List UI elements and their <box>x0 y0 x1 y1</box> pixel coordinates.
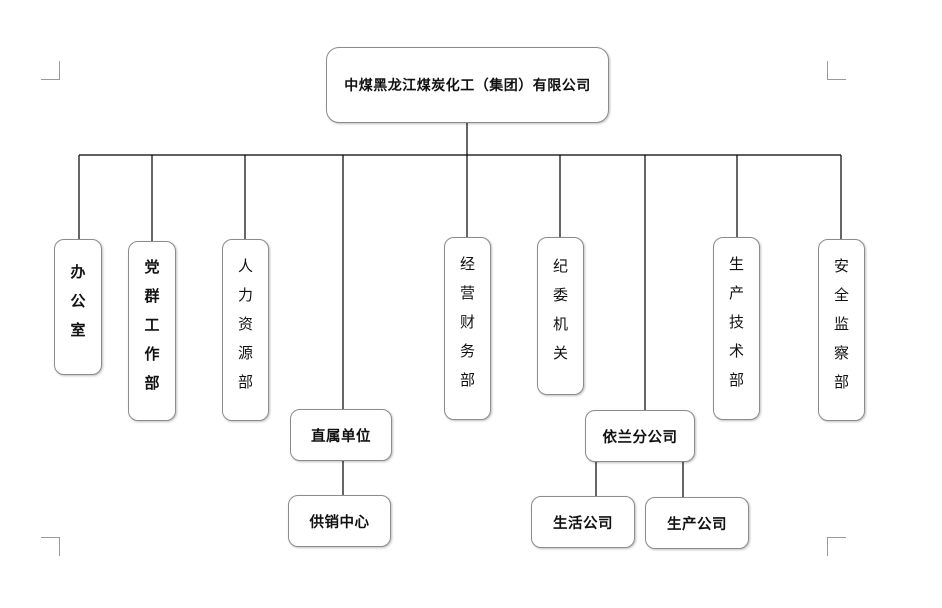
crop-mark-bottom-right <box>827 537 846 556</box>
branch-box: 依兰分公司 <box>585 410 695 462</box>
crop-mark-top-right <box>827 61 846 80</box>
living-company-box: 生活公司 <box>531 496 635 548</box>
org-root-label: 中煤黑龙江煤炭化工（集团）有限公司 <box>344 78 591 94</box>
dept-label-production-tech: 生产技术部 <box>727 256 745 401</box>
production-company-box: 生产公司 <box>645 497 749 549</box>
dept-label-finance: 经营财务部 <box>458 256 476 401</box>
dept-label-safety: 安全监察部 <box>832 257 850 403</box>
dept-label-discipline: 纪委机关 <box>551 258 569 374</box>
branch-label: 依兰分公司 <box>602 429 678 446</box>
org-root-box: 中煤黑龙江煤炭化工（集团）有限公司 <box>326 47 609 123</box>
dept-box-production-tech: 生产技术部 <box>713 237 760 420</box>
crop-mark-top-left <box>41 61 60 80</box>
living-company-label: 生活公司 <box>553 515 613 532</box>
direct-units-box: 直属单位 <box>290 409 392 461</box>
dept-box-office: 办公室 <box>54 239 102 375</box>
dept-box-safety: 安全监察部 <box>818 239 865 421</box>
dept-box-discipline: 纪委机关 <box>537 237 584 395</box>
supply-center-label: 供销中心 <box>309 514 370 531</box>
production-company-label: 生产公司 <box>667 516 727 533</box>
crop-mark-bottom-left <box>41 537 60 556</box>
direct-units-label: 直属单位 <box>311 428 371 445</box>
dept-label-party: 党群工作部 <box>142 258 161 404</box>
dept-box-finance: 经营财务部 <box>444 237 491 420</box>
dept-box-party: 党群工作部 <box>128 241 176 421</box>
dept-box-hr: 人力资源部 <box>222 239 269 421</box>
dept-label-office: 办公室 <box>68 263 87 351</box>
dept-label-hr: 人力资源部 <box>236 257 254 403</box>
supply-center-box: 供销中心 <box>288 495 391 547</box>
